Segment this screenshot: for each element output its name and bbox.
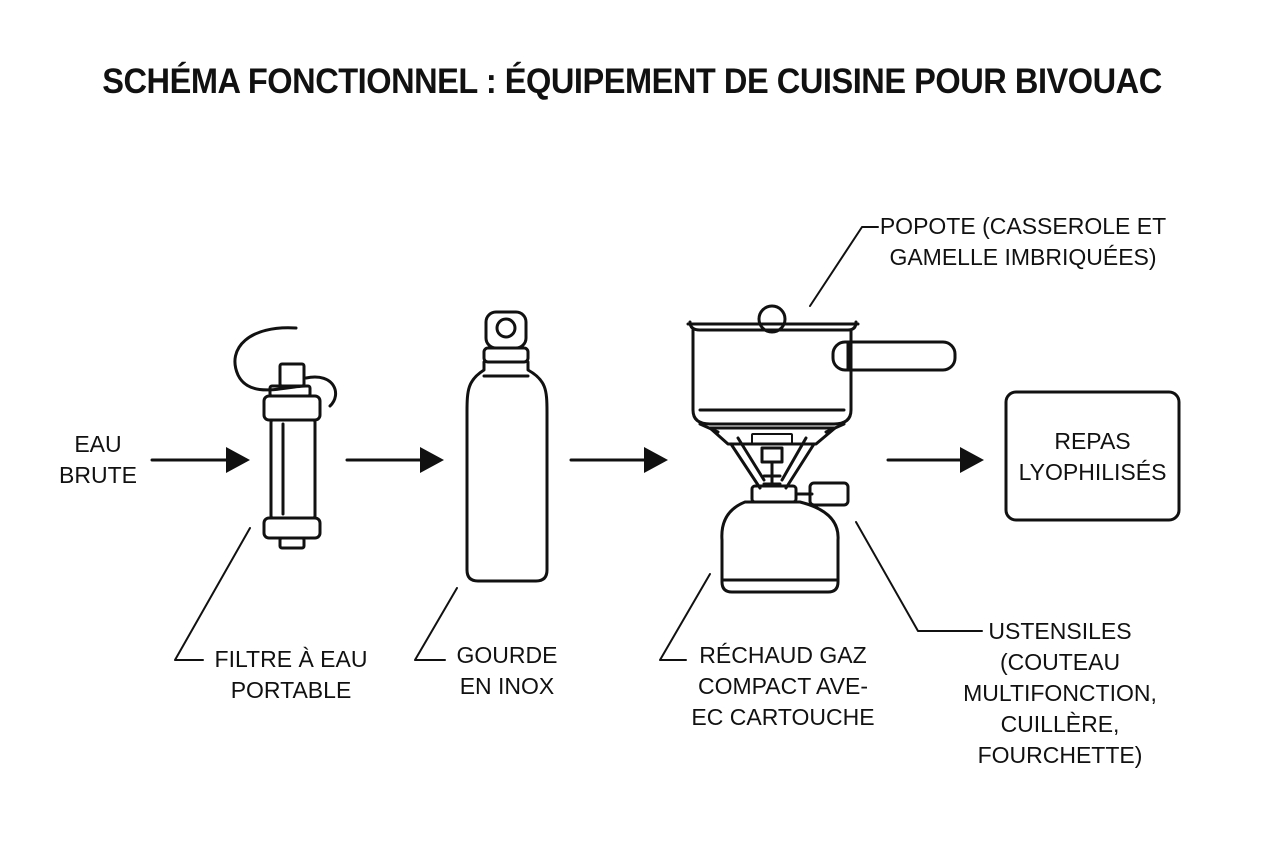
utensils-leader-line xyxy=(856,522,982,631)
bottle-leader-line xyxy=(415,588,457,660)
arrow-raw-to-filter xyxy=(152,447,250,473)
arrow-bottle-to-stove xyxy=(571,447,668,473)
water-filter-icon xyxy=(235,328,336,548)
meals-box xyxy=(1006,392,1179,520)
filter-leader-line xyxy=(175,528,250,660)
arrow-filter-to-bottle xyxy=(347,447,444,473)
bottle-label: GOURDE EN INOX xyxy=(456,642,558,699)
stove-label: RÉCHAUD GAZ COMPACT AVE- EC CARTOUCHE xyxy=(691,642,875,730)
raw-water-label: EAU BRUTE xyxy=(59,431,137,488)
pot-leader-line xyxy=(810,227,878,306)
stove-leader-line xyxy=(660,574,710,660)
pot-label: POPOTE (CASSEROLE ET GAMELLE IMBRIQUÉES) xyxy=(879,213,1167,270)
diagram-title: SCHÉMA FONCTIONNEL : ÉQUIPEMENT DE CUISI… xyxy=(102,62,1162,101)
cooking-pot-icon xyxy=(688,306,955,432)
filter-label: FILTRE À EAU PORTABLE xyxy=(214,646,368,703)
bottle-icon xyxy=(467,312,547,581)
arrow-stove-to-meals xyxy=(888,447,984,473)
utensils-label: USTENSILES (COUTEAU MULTIFONCTION, CUILL… xyxy=(963,618,1157,768)
meals-label: REPAS LYOPHILISÉS xyxy=(1018,428,1167,485)
gas-stove-icon xyxy=(710,428,848,592)
